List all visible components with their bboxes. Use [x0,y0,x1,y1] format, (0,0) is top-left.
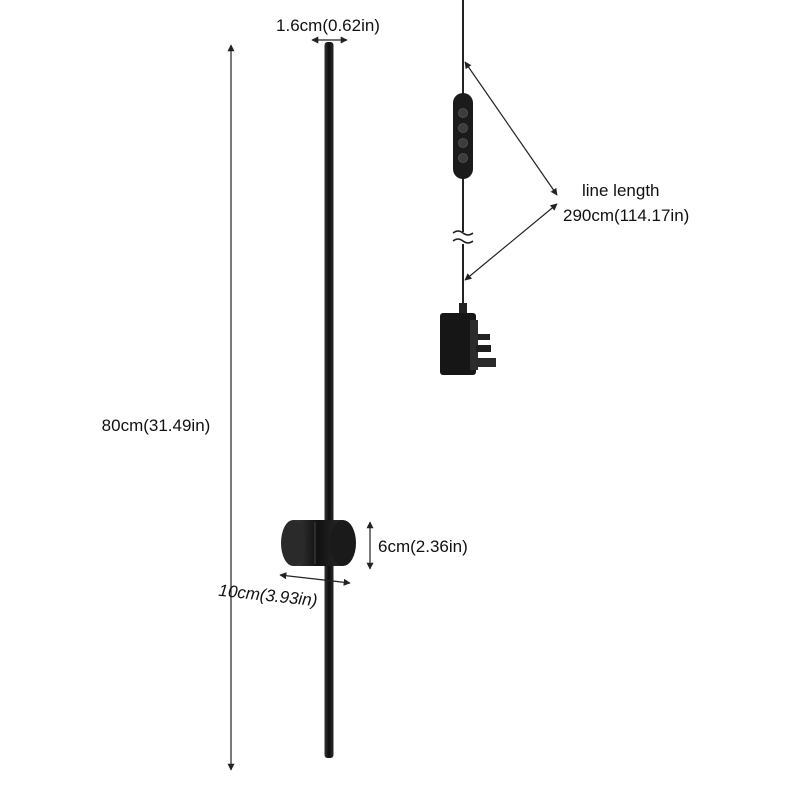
total-height-dimension: 80cm(31.49in) [102,44,235,771]
dimmer-switch-icon [453,93,473,179]
mount-height-dimension: 6cm(2.36in) [366,521,468,570]
line-length-dimension: line length 290cm(114.17in) [464,61,689,281]
uk-plug-adapter-icon [440,303,496,375]
lamp-bar [324,42,334,758]
line-length-title: line length [582,181,660,200]
cable-break-icon [452,230,474,244]
mount-height-label: 6cm(2.36in) [378,537,468,556]
bar-width-label: 1.6cm(0.62in) [276,16,380,35]
line-length-value: 290cm(114.17in) [563,206,689,225]
wall-mount [281,520,356,566]
bar-width-dimension: 1.6cm(0.62in) [276,16,380,44]
mount-depth-label: 10cm(3.93in) [218,581,319,610]
total-height-label: 80cm(31.49in) [102,416,211,435]
